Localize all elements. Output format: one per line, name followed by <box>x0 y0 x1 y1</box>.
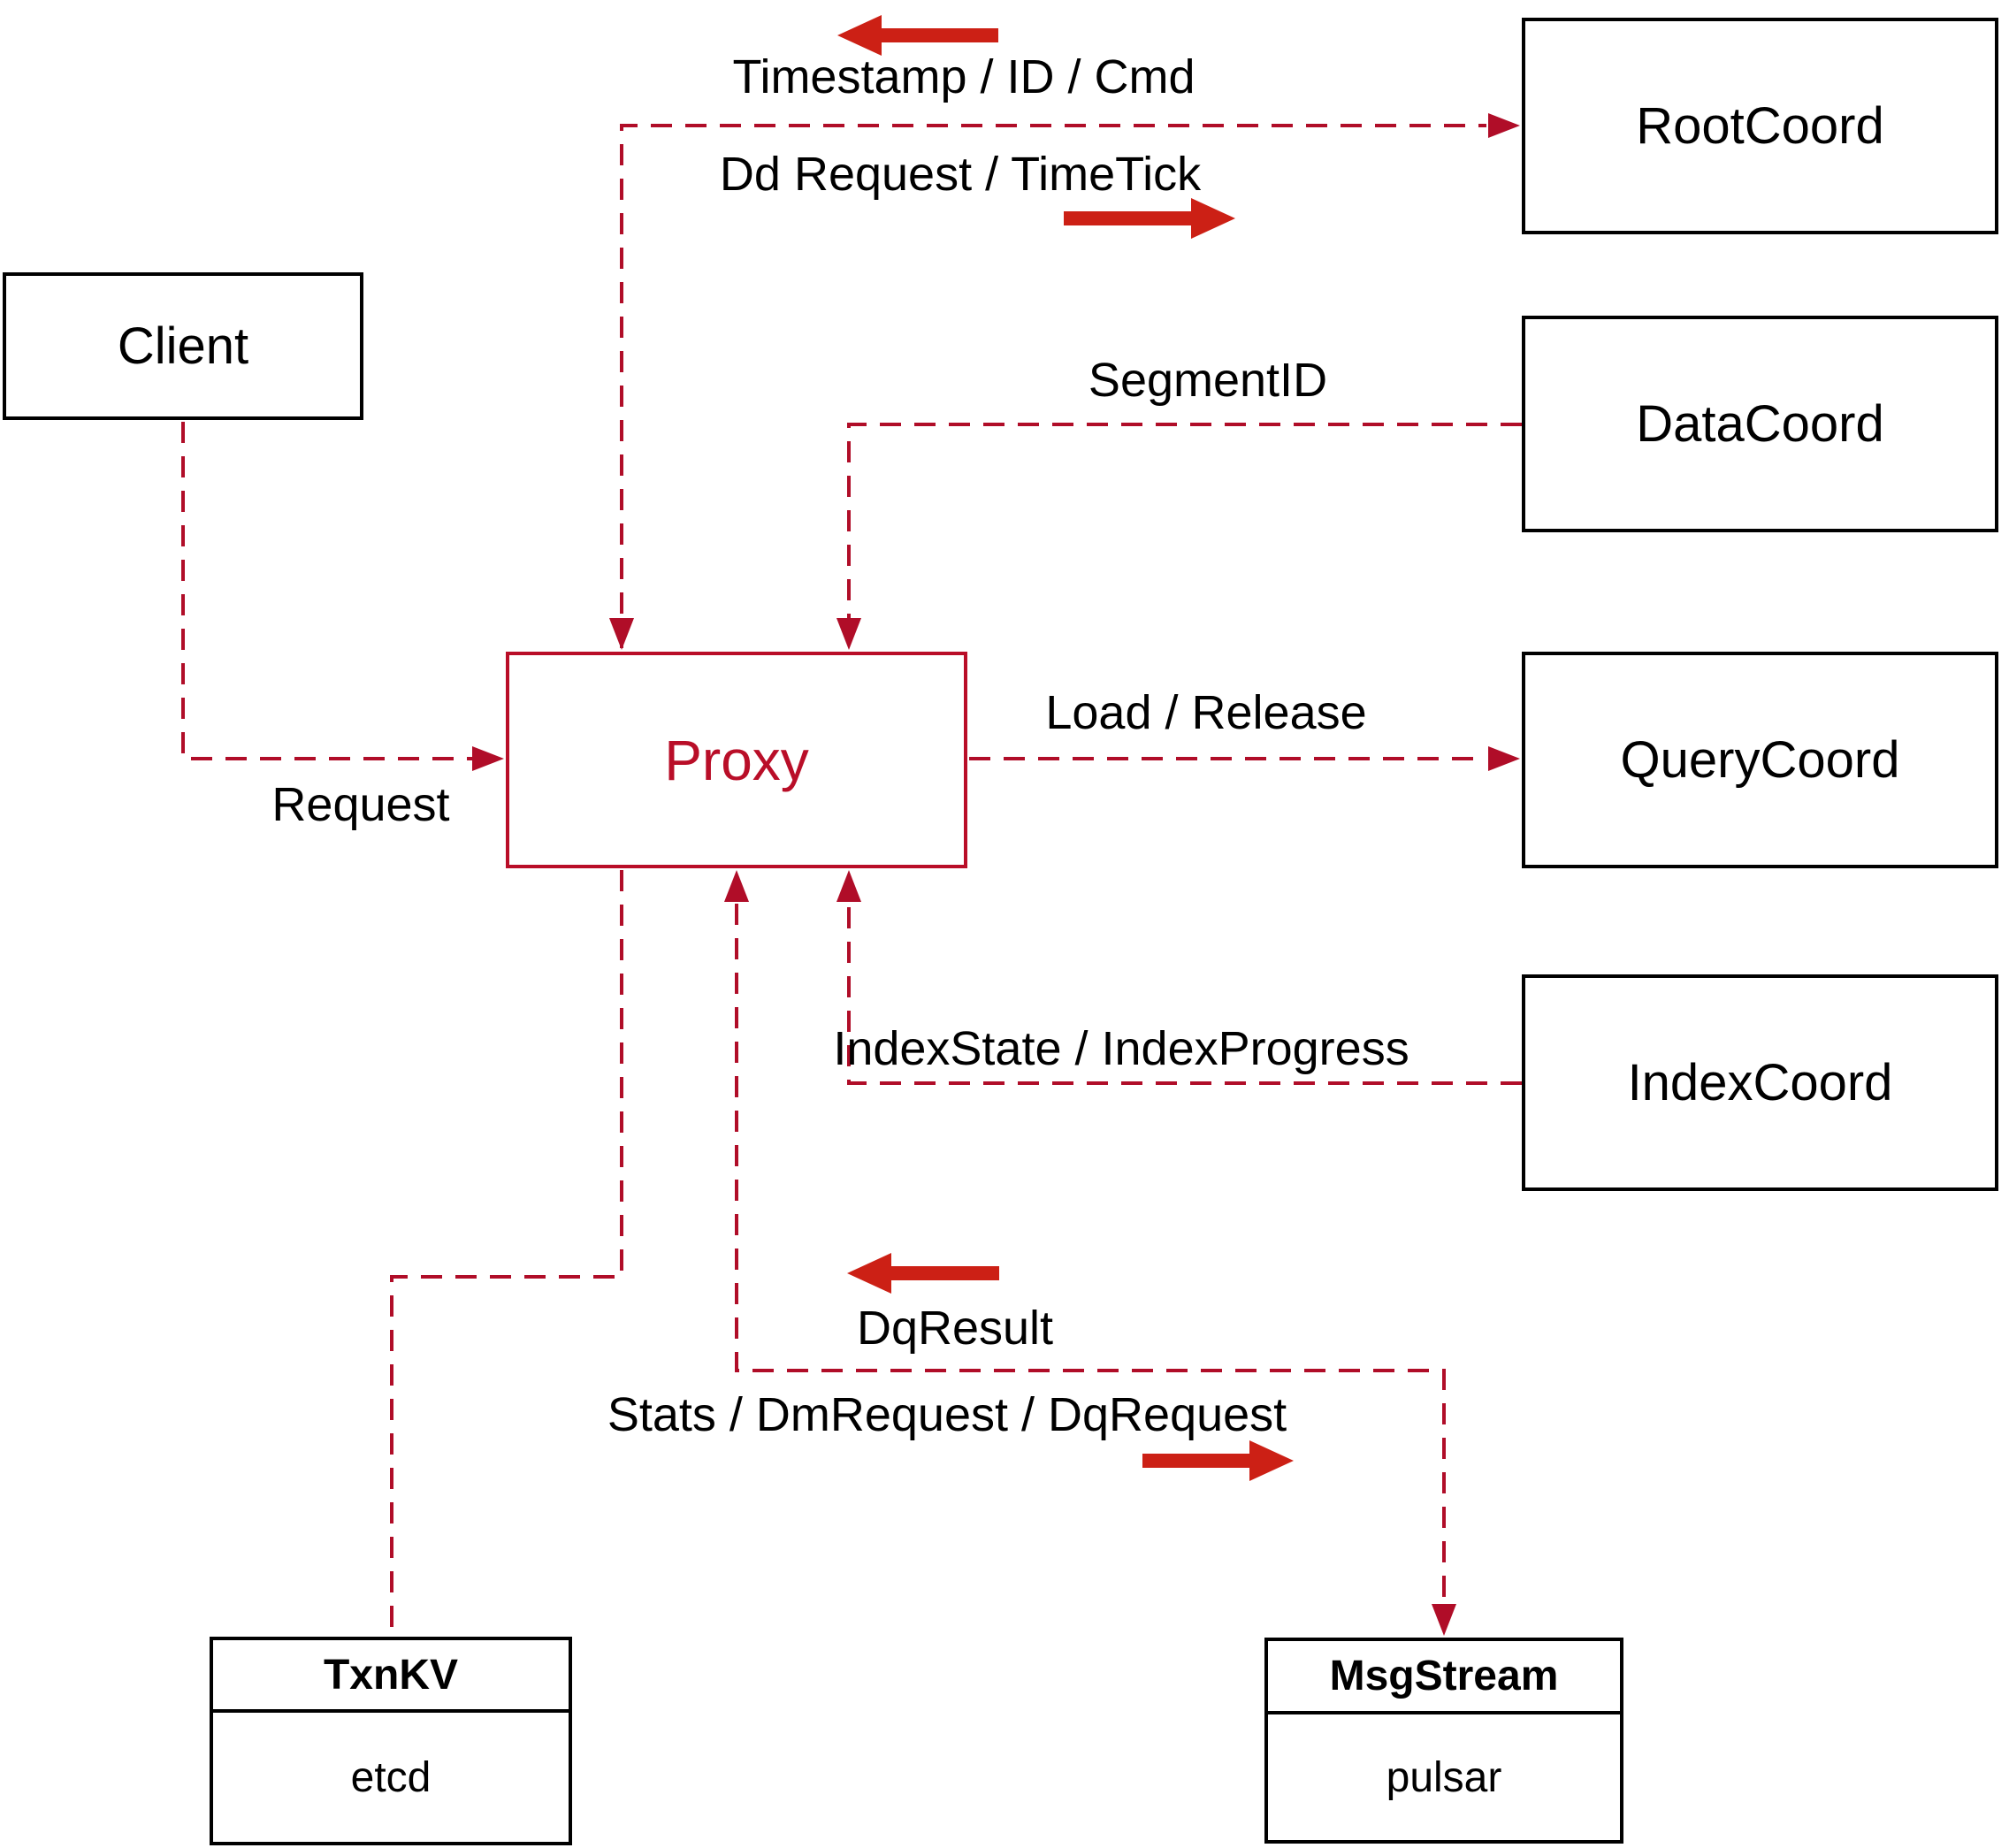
edge-label-index-state: IndexState / IndexProgress <box>833 1022 1409 1075</box>
edge-proxy-msgstream <box>735 904 1446 1602</box>
edge-proxy-rootcoord <box>620 124 1486 648</box>
node-indexcoord-label: IndexCoord <box>1627 1054 1893 1111</box>
edge-label-segment-id: SegmentID <box>1088 354 1328 407</box>
edge-datacoord-proxy <box>847 423 1522 648</box>
edge-label-load-release: Load / Release <box>1045 686 1367 739</box>
direction-arrow-right-ddrequest-icon <box>1064 198 1235 239</box>
arrowhead-down-proxy-right-icon <box>836 618 861 650</box>
node-msgstream: MsgStream pulsar <box>1264 1638 1623 1844</box>
node-txnkv: TxnKV etcd <box>210 1637 572 1845</box>
edge-proxy-txnkv <box>390 870 623 1635</box>
node-msgstream-subtitle: pulsar <box>1386 1753 1502 1801</box>
node-client: Client <box>3 272 363 420</box>
edge-label-timestamp: Timestamp / ID / Cmd <box>732 50 1195 103</box>
edge-label-dq-result: DqResult <box>856 1302 1054 1355</box>
edge-label-dd-request: Dd Request / TimeTick <box>719 148 1202 201</box>
node-msgstream-title: MsgStream <box>1268 1641 1620 1714</box>
edge-label-request: Request <box>271 778 450 831</box>
node-querycoord-label: QueryCoord <box>1620 731 1900 789</box>
direction-arrow-left-dqresult-icon <box>847 1253 999 1294</box>
edge-indexcoord-proxy <box>847 904 1522 1085</box>
node-rootcoord-label: RootCoord <box>1636 97 1884 155</box>
arrowhead-up-proxy-indexstate-icon <box>836 870 861 902</box>
direction-arrow-right-stats-icon <box>1142 1440 1294 1481</box>
arrowhead-down-proxy-left-icon <box>609 618 634 650</box>
direction-arrow-left-timestamp-icon <box>837 15 998 56</box>
node-txnkv-subtitle: etcd <box>350 1753 432 1801</box>
arrowhead-right-proxy-icon <box>472 746 504 771</box>
node-querycoord: QueryCoord <box>1522 652 1998 868</box>
arrowhead-right-querycoord-icon <box>1488 746 1520 771</box>
edge-client-proxy <box>181 422 472 760</box>
arrowhead-up-proxy-dqresult-icon <box>724 870 749 902</box>
node-indexcoord: IndexCoord <box>1522 974 1998 1191</box>
node-client-label: Client <box>117 317 249 375</box>
edge-label-stats: Stats / DmRequest / DqRequest <box>607 1388 1287 1441</box>
node-proxy-label: Proxy <box>664 728 809 792</box>
node-rootcoord: RootCoord <box>1522 18 1998 234</box>
arrowhead-right-rootcoord-icon <box>1488 113 1520 138</box>
node-proxy: Proxy <box>506 652 967 868</box>
node-txnkv-title: TxnKV <box>213 1640 569 1713</box>
node-datacoord: DataCoord <box>1522 316 1998 532</box>
arrowhead-down-msgstream-icon <box>1432 1604 1456 1636</box>
node-datacoord-label: DataCoord <box>1636 395 1884 453</box>
